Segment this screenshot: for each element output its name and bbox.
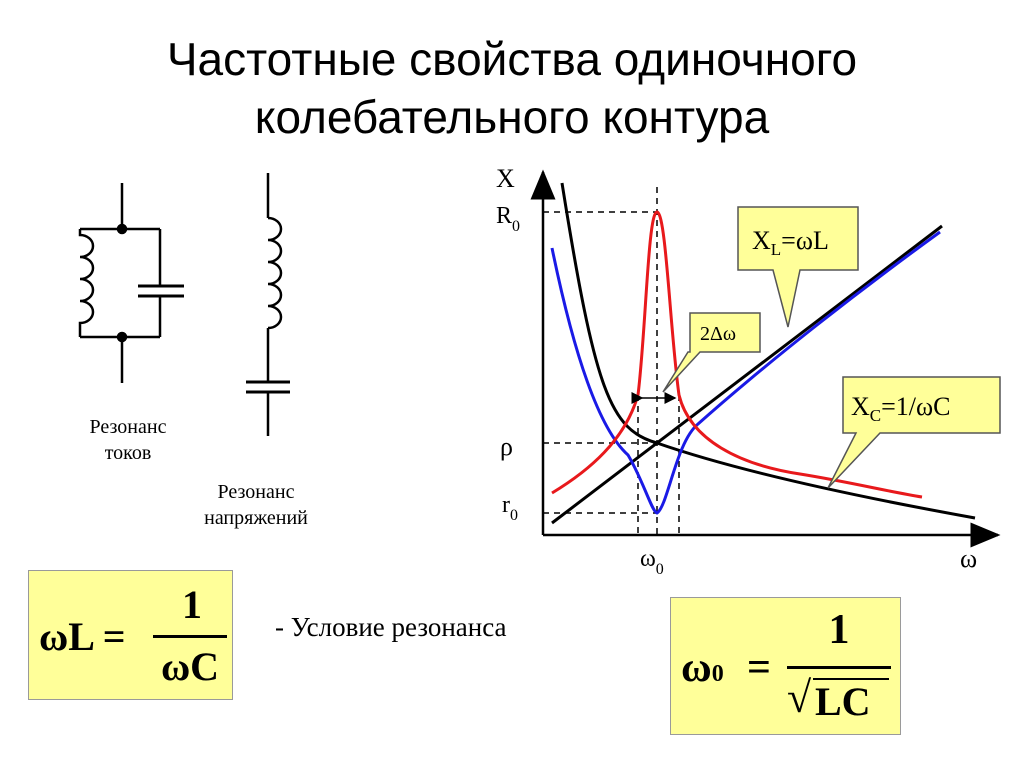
radical-bar bbox=[813, 678, 889, 680]
series-lc-circuit bbox=[246, 173, 290, 436]
resonance-caption: - Условие резонанса bbox=[275, 612, 507, 642]
callout-xl-text: XL=ωL bbox=[752, 226, 829, 259]
parallel-inductor bbox=[78, 229, 95, 337]
xl-line bbox=[551, 224, 943, 525]
r0-small-label: r0 bbox=[502, 492, 518, 524]
series-label-line-1: Резонанс bbox=[218, 481, 295, 503]
y-axis-label: X bbox=[496, 164, 515, 193]
equals-sign: = bbox=[747, 645, 771, 691]
formula-numerator: 1 bbox=[182, 582, 202, 627]
parallel-label-line-1: Резонанс bbox=[90, 416, 167, 438]
formula-lhs: ωL = bbox=[39, 614, 126, 659]
series-label-line-2: напряжений bbox=[204, 507, 308, 529]
page-title: Частотные свойства одиночного колебатель… bbox=[0, 30, 1024, 146]
omega0-label: ω0 bbox=[640, 546, 664, 578]
callout-xc bbox=[827, 376, 1001, 489]
callout-xl bbox=[737, 206, 859, 328]
parallel-lc-circuit bbox=[78, 183, 184, 383]
callout-bandwidth bbox=[662, 312, 761, 393]
formula-denominator: ωC bbox=[160, 644, 220, 689]
x-axis-label: ω bbox=[960, 544, 977, 573]
resonance-curve bbox=[551, 210, 923, 499]
title-line-2: колебательного контура bbox=[254, 91, 770, 143]
callout-xc-text: XC=1/ωC bbox=[851, 392, 950, 425]
freq-denominator: LC bbox=[815, 679, 871, 724]
omega0-symbol: ω0 bbox=[681, 645, 724, 691]
guide-lines bbox=[543, 187, 680, 535]
freq-fraction-bar bbox=[787, 666, 891, 669]
radical-sign: √ bbox=[787, 673, 812, 722]
freq-numerator: 1 bbox=[828, 607, 850, 653]
series-impedance-curve bbox=[550, 230, 941, 515]
resonant-frequency-formula: ω0 = 1 √ LC bbox=[670, 597, 901, 735]
series-inductor bbox=[267, 216, 283, 330]
fraction-bar bbox=[153, 635, 227, 638]
r0-big-label: R0 bbox=[496, 203, 520, 235]
parallel-label-line-2: токов bbox=[105, 442, 152, 464]
rho-label: ρ bbox=[500, 432, 513, 461]
resonance-condition-formula: ωL = 1 ωC bbox=[28, 570, 233, 700]
xc-curve bbox=[560, 182, 976, 520]
title-line-1: Частотные свойства одиночного bbox=[166, 33, 858, 85]
callout-bandwidth-text: 2Δω bbox=[700, 323, 736, 345]
